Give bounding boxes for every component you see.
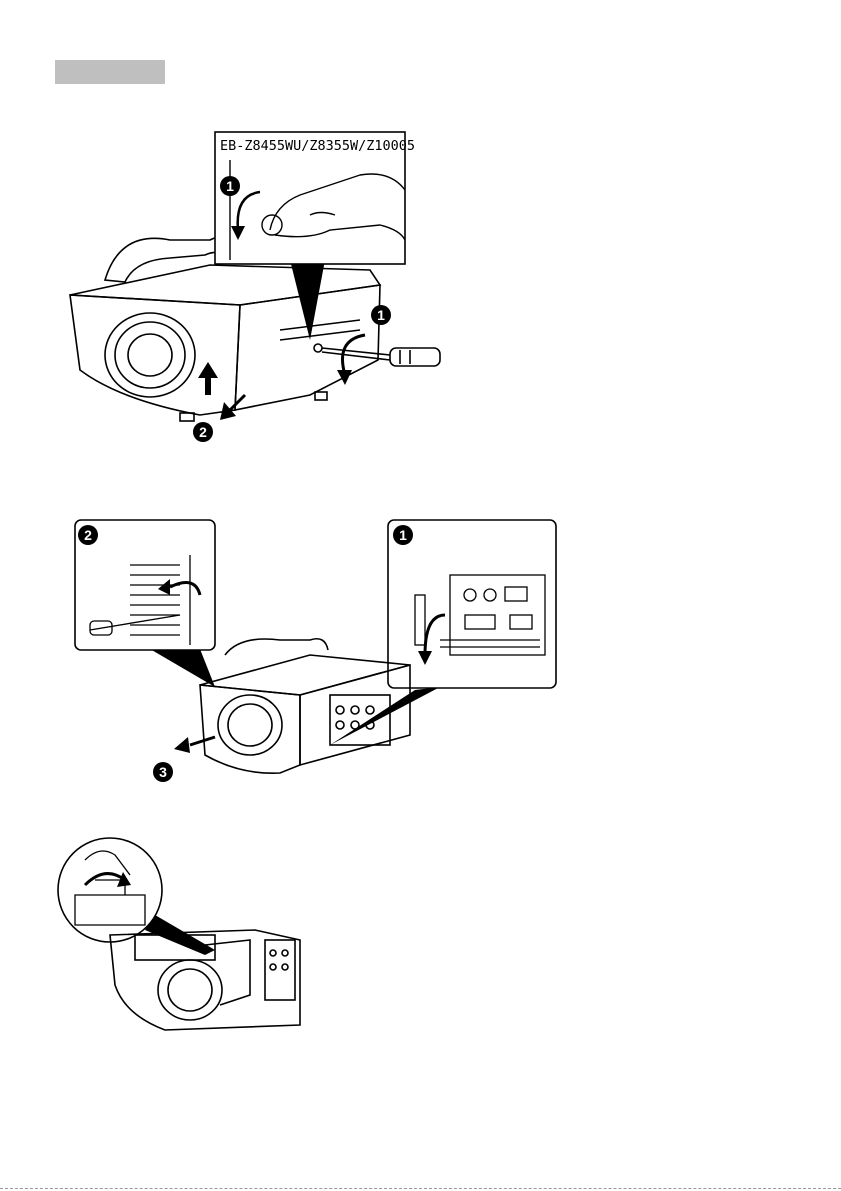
step-badge: 3 [153, 762, 173, 782]
projector-illustration [110, 930, 300, 1030]
step-badge: 2 [193, 422, 213, 442]
svg-text:3: 3 [159, 764, 167, 780]
screwdriver-illustration [322, 348, 440, 366]
step-badge: 2 [78, 525, 98, 545]
callout-detail-circle [58, 838, 215, 955]
projector-illustration [200, 639, 410, 773]
step-badge: 1 [393, 525, 413, 545]
up-arrow-icon [198, 362, 218, 395]
svg-text:2: 2 [199, 424, 207, 440]
callout-detail-right [330, 520, 556, 745]
pull-arrow-icon [174, 737, 215, 753]
rotate-arrow-icon [337, 335, 365, 385]
pull-arrow-icon [220, 395, 245, 420]
svg-text:1: 1 [226, 178, 234, 194]
figure-remove-cover-screws: EB-Z8455WU/Z8355W/Z10005 1 1 2 [60, 130, 460, 460]
step-badge: 1 [371, 305, 391, 325]
svg-text:1: 1 [399, 527, 407, 543]
section-tab [55, 60, 165, 84]
callout-detail-left [75, 520, 215, 687]
step-badge: 1 [220, 176, 240, 196]
svg-text:1: 1 [377, 307, 385, 323]
page-bottom-edge [0, 1188, 841, 1189]
figure-disconnect-lens [55, 835, 305, 1035]
svg-text:2: 2 [84, 527, 92, 543]
figure-remove-front-panel: 2 1 3 [70, 515, 560, 785]
callout-model-label: EB-Z8455WU/Z8355W/Z10005 [220, 138, 415, 154]
